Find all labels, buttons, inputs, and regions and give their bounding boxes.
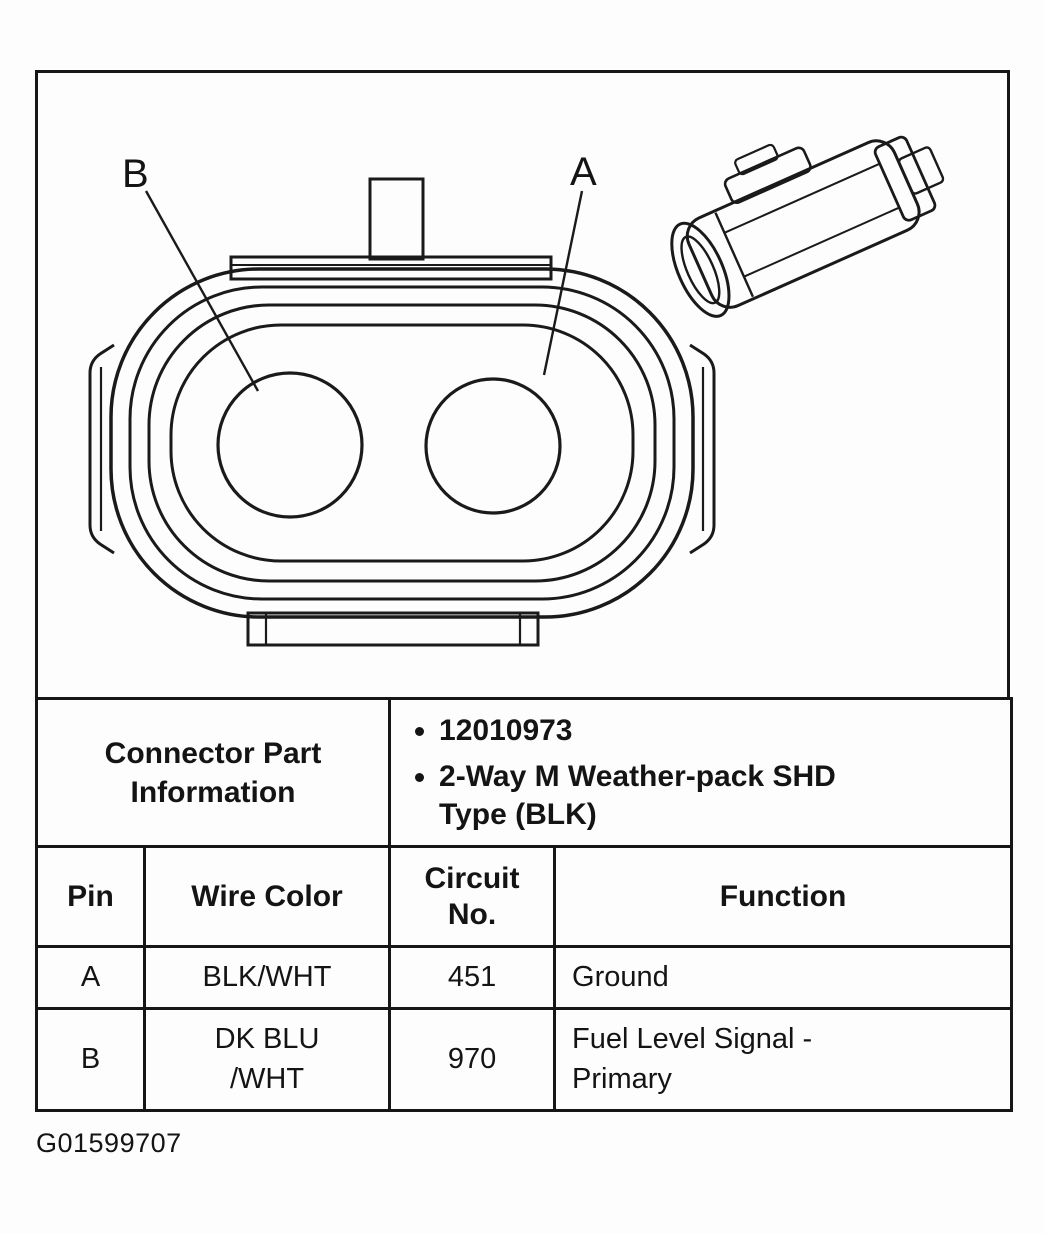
pin-cavity-b-circle <box>216 371 364 519</box>
header-pin: Pin <box>35 845 146 948</box>
function-a-cell: Ground <box>553 945 1014 1010</box>
header-wire-color: Wire Color <box>142 845 392 948</box>
circuit-b-cell: 970 <box>388 1007 557 1112</box>
header-circuit-no: Circuit No. <box>388 845 557 948</box>
body-contour-2 <box>128 285 676 601</box>
perspective-detail-line-2 <box>743 206 900 278</box>
part-type: 2-Way M Weather-pack SHD Type (BLK) <box>439 758 896 833</box>
connector-perspective-view <box>670 135 945 318</box>
pin-label-b: B <box>122 152 149 196</box>
perspective-top-latch <box>723 146 812 204</box>
part-info-row: Connector Part Information 12010973 2-Wa… <box>34 697 1014 848</box>
right-wing <box>689 343 716 555</box>
perspective-neck-line <box>714 212 755 298</box>
leader-line-b <box>144 190 260 392</box>
perspective-body <box>685 139 921 309</box>
pin-label-a: A <box>570 150 597 194</box>
pin-b-cell: B <box>35 1007 146 1112</box>
function-b-cell: Fuel Level Signal - Primary <box>553 1007 1014 1112</box>
body-contour-outer <box>109 267 695 619</box>
wire-color-a-cell: BLK/WHT <box>142 945 392 1010</box>
pin-callouts: B A <box>122 150 597 392</box>
connector-diagram: B A <box>88 135 945 647</box>
perspective-detail-line-1 <box>724 162 881 234</box>
part-number: 12010973 <box>439 712 896 750</box>
top-tab <box>368 177 425 261</box>
table-row: A BLK/WHT 451 Ground <box>35 945 1014 1010</box>
perspective-latch-tab <box>734 143 779 176</box>
perspective-end-cap <box>873 135 937 222</box>
connector-front-view <box>88 177 716 647</box>
bottom-tab <box>246 611 540 647</box>
perspective-face-outer <box>670 221 731 318</box>
left-wing <box>88 343 115 555</box>
perspective-end-tab <box>897 146 945 195</box>
part-info-label: Connector Part Information <box>34 697 392 848</box>
header-function: Function <box>553 845 1014 948</box>
figure-id: G01599707 <box>36 1128 182 1158</box>
part-info-values: 12010973 2-Way M Weather-pack SHD Type (… <box>388 697 1014 848</box>
table-row: B DK BLU /WHT 970 Fuel Level Signal - Pr… <box>35 1007 1014 1112</box>
body-contour-inner <box>169 323 635 563</box>
connector-info-table: Connector Part Information 12010973 2-Wa… <box>34 697 1014 1112</box>
pin-cavity-a-circle <box>424 377 562 515</box>
body-contour-3 <box>147 303 657 583</box>
perspective-face-inner <box>680 235 721 305</box>
circuit-a-cell: 451 <box>388 945 557 1010</box>
leader-line-a <box>542 190 584 376</box>
header-row: Pin Wire Color Circuit No. Function <box>35 845 1014 948</box>
pin-a-cell: A <box>35 945 146 1010</box>
wire-color-b-cell: DK BLU /WHT <box>142 1007 392 1112</box>
connector-diagram-panel: B A <box>35 70 1010 700</box>
